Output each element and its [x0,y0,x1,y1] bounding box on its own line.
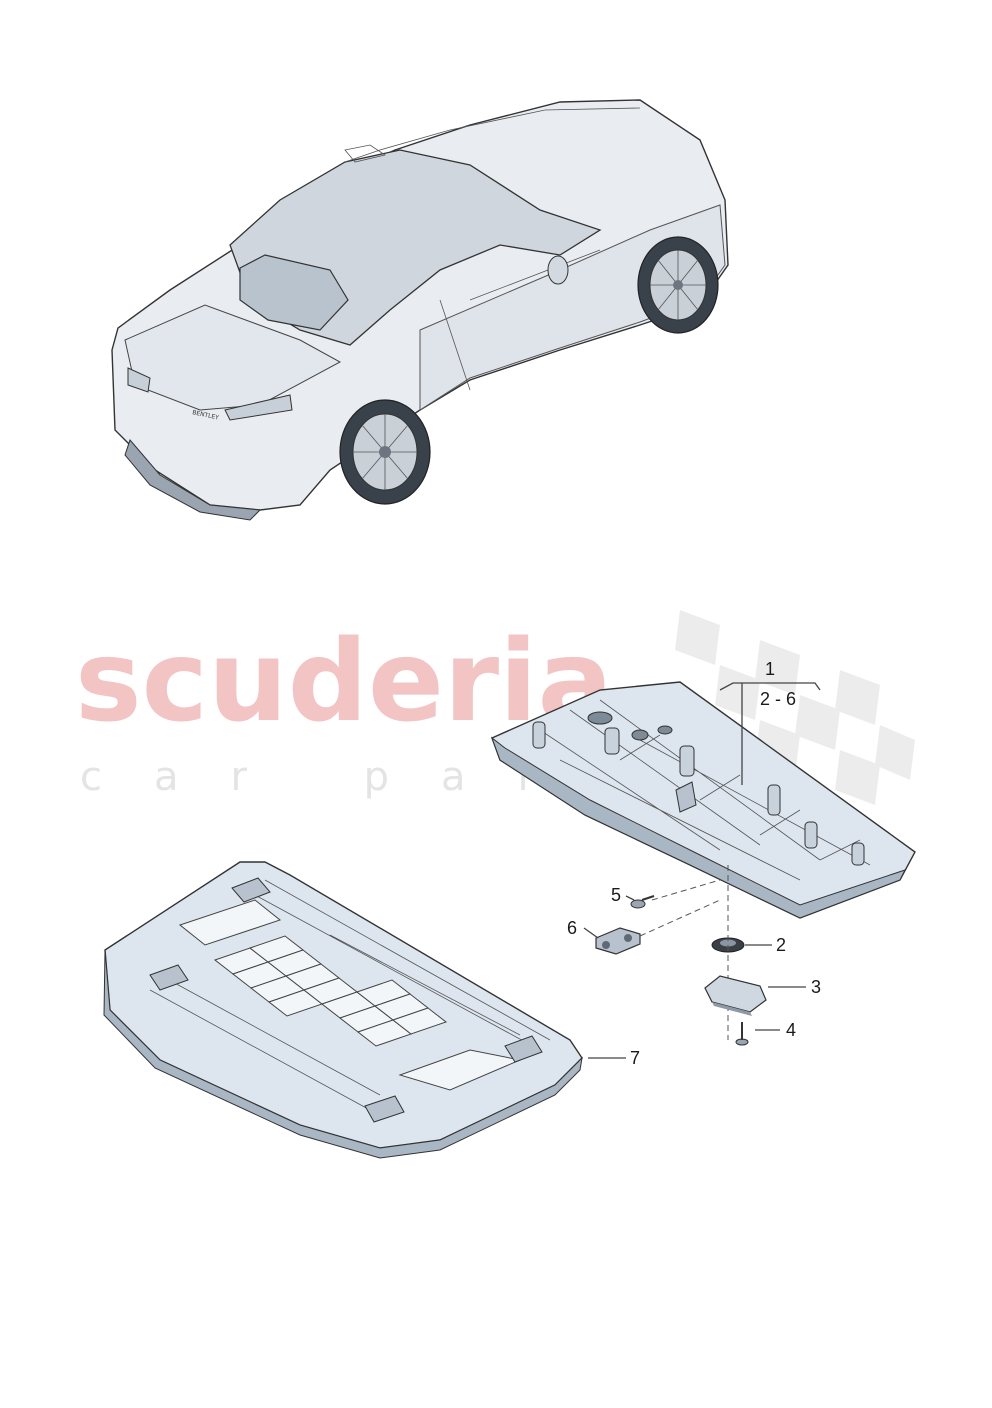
panel-lip [103,949,583,1159]
car-rear-wheel [339,399,431,505]
car-tail-light-right [224,394,293,421]
car-illustration: BENTLEY [111,99,729,521]
panel-grid [178,899,522,1091]
tray-holes [587,711,673,741]
part-6-axis-line [639,899,721,937]
car-mirror [547,255,569,285]
callout-3-label: 3 [811,977,821,997]
callout-5-leader [625,895,635,901]
part-1-tray [490,681,916,919]
tray-posts [532,721,865,866]
callout-4-label: 4 [786,1020,796,1040]
panel-brackets [149,877,543,1123]
tray-rim [490,736,906,919]
callout-1-number: 1 [765,659,775,679]
car-tail-light-left [127,367,151,393]
callout-6-leader [583,927,599,939]
car-windscreen-frame [344,107,641,163]
tray-ribs [539,699,871,881]
part-5-axis-line [651,879,721,901]
part-7-panel [103,861,583,1159]
part-5-bolt [630,895,655,909]
callout-5-label: 5 [611,885,621,905]
car-fin [344,144,386,163]
callout-1-bracket [719,682,821,785]
callout-1-range: 2 - 6 [760,689,796,709]
car-door-line [439,249,601,391]
part-3-cover [704,975,767,1016]
car-rear-window [239,254,349,331]
callout-6-label: 6 [567,918,577,938]
panel-rails [149,879,551,1111]
callout-2-label: 2 [776,935,786,955]
part-6-clip [595,927,641,955]
car-underside [124,439,262,521]
callout-7-label: 7 [630,1048,640,1068]
part-4-screw [735,1022,749,1046]
callout-1: 1 2 - 6 [719,659,821,785]
tray-bracket [675,781,697,813]
car-front-wheel [637,236,719,334]
tray-outline [491,681,916,919]
